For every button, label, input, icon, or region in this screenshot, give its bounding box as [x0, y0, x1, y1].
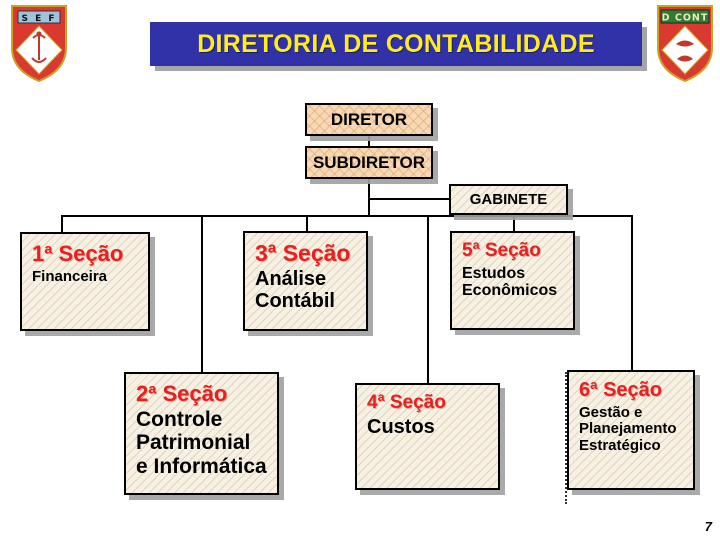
- node-secao-4-line1: Custos: [367, 415, 435, 438]
- node-secao-2[interactable]: 2ª Seção Controle Patrimonial e Informát…: [124, 372, 279, 495]
- node-secao-3-line2: Contábil: [255, 290, 335, 313]
- node-secao-5-line2: Econômicos: [462, 282, 558, 300]
- connector-drop-sec1: [61, 215, 63, 233]
- node-gabinete[interactable]: GABINETE: [449, 184, 568, 215]
- node-secao-2-head: 2ª Seção: [136, 381, 228, 406]
- node-secao-5-head: 5ª Seção: [462, 240, 541, 261]
- node-secao-4-head: 4ª Seção: [367, 392, 446, 413]
- node-secao-6[interactable]: 6ª Seção Gestão e Planejamento Estratégi…: [567, 370, 695, 490]
- sef-shield-emblem: S E F: [6, 2, 72, 84]
- connector-subdiretor-gabinete: [368, 198, 450, 200]
- connector-subdiretor-trunk: [368, 179, 370, 216]
- node-secao-3[interactable]: 3ª Seção Análise Contábil: [243, 231, 368, 331]
- connector-diretor-subdiretor: [368, 136, 370, 147]
- node-secao-6-head: 6ª Seção: [579, 379, 663, 401]
- node-secao-4[interactable]: 4ª Seção Custos: [355, 383, 500, 490]
- node-secao-6-line2: Planejamento: [579, 420, 677, 438]
- node-secao-5[interactable]: 5ª Seção Estudos Econômicos: [450, 231, 575, 330]
- connector-drop-sec4: [427, 215, 429, 384]
- node-secao-3-head: 3ª Seção: [255, 240, 351, 266]
- node-subdiretor-label: SUBDIRETOR: [312, 152, 426, 172]
- node-secao-2-line1: Controle: [136, 407, 223, 431]
- slide-title-bar: DIRETORIA DE CONTABILIDADE: [150, 22, 642, 66]
- node-secao-5-line1: Estudos: [462, 264, 526, 282]
- node-secao-2-line3: e Informática: [136, 454, 267, 478]
- node-subdiretor[interactable]: SUBDIRETOR: [305, 146, 433, 179]
- page-number: 7: [704, 519, 712, 534]
- svg-text:D CONT: D CONT: [662, 13, 709, 24]
- node-gabinete-label: GABINETE: [469, 191, 548, 208]
- dotted-guide-line: [565, 372, 567, 504]
- dcont-shield-emblem: D CONT: [652, 2, 718, 84]
- node-diretor-label: DIRETOR: [330, 109, 408, 129]
- node-secao-6-line3: Estratégico: [579, 437, 661, 455]
- node-secao-6-line1: Gestão e: [579, 403, 643, 421]
- connector-drop-sec5: [513, 215, 515, 232]
- node-secao-1-head: 1ª Seção: [32, 241, 124, 266]
- page-title: DIRETORIA DE CONTABILIDADE: [197, 29, 595, 58]
- node-secao-3-line1: Análise: [255, 267, 327, 290]
- connector-drop-sec2: [201, 215, 203, 373]
- node-secao-1-line1: Financeira: [32, 267, 108, 285]
- svg-text:S E F: S E F: [21, 14, 56, 24]
- connector-drop-sec6: [631, 215, 633, 371]
- connector-main-bus: [61, 215, 631, 217]
- node-diretor[interactable]: DIRETOR: [305, 103, 433, 136]
- node-secao-1[interactable]: 1ª Seção Financeira: [20, 232, 150, 331]
- connector-drop-sec3: [306, 215, 308, 232]
- node-secao-2-line2: Patrimonial: [136, 431, 251, 455]
